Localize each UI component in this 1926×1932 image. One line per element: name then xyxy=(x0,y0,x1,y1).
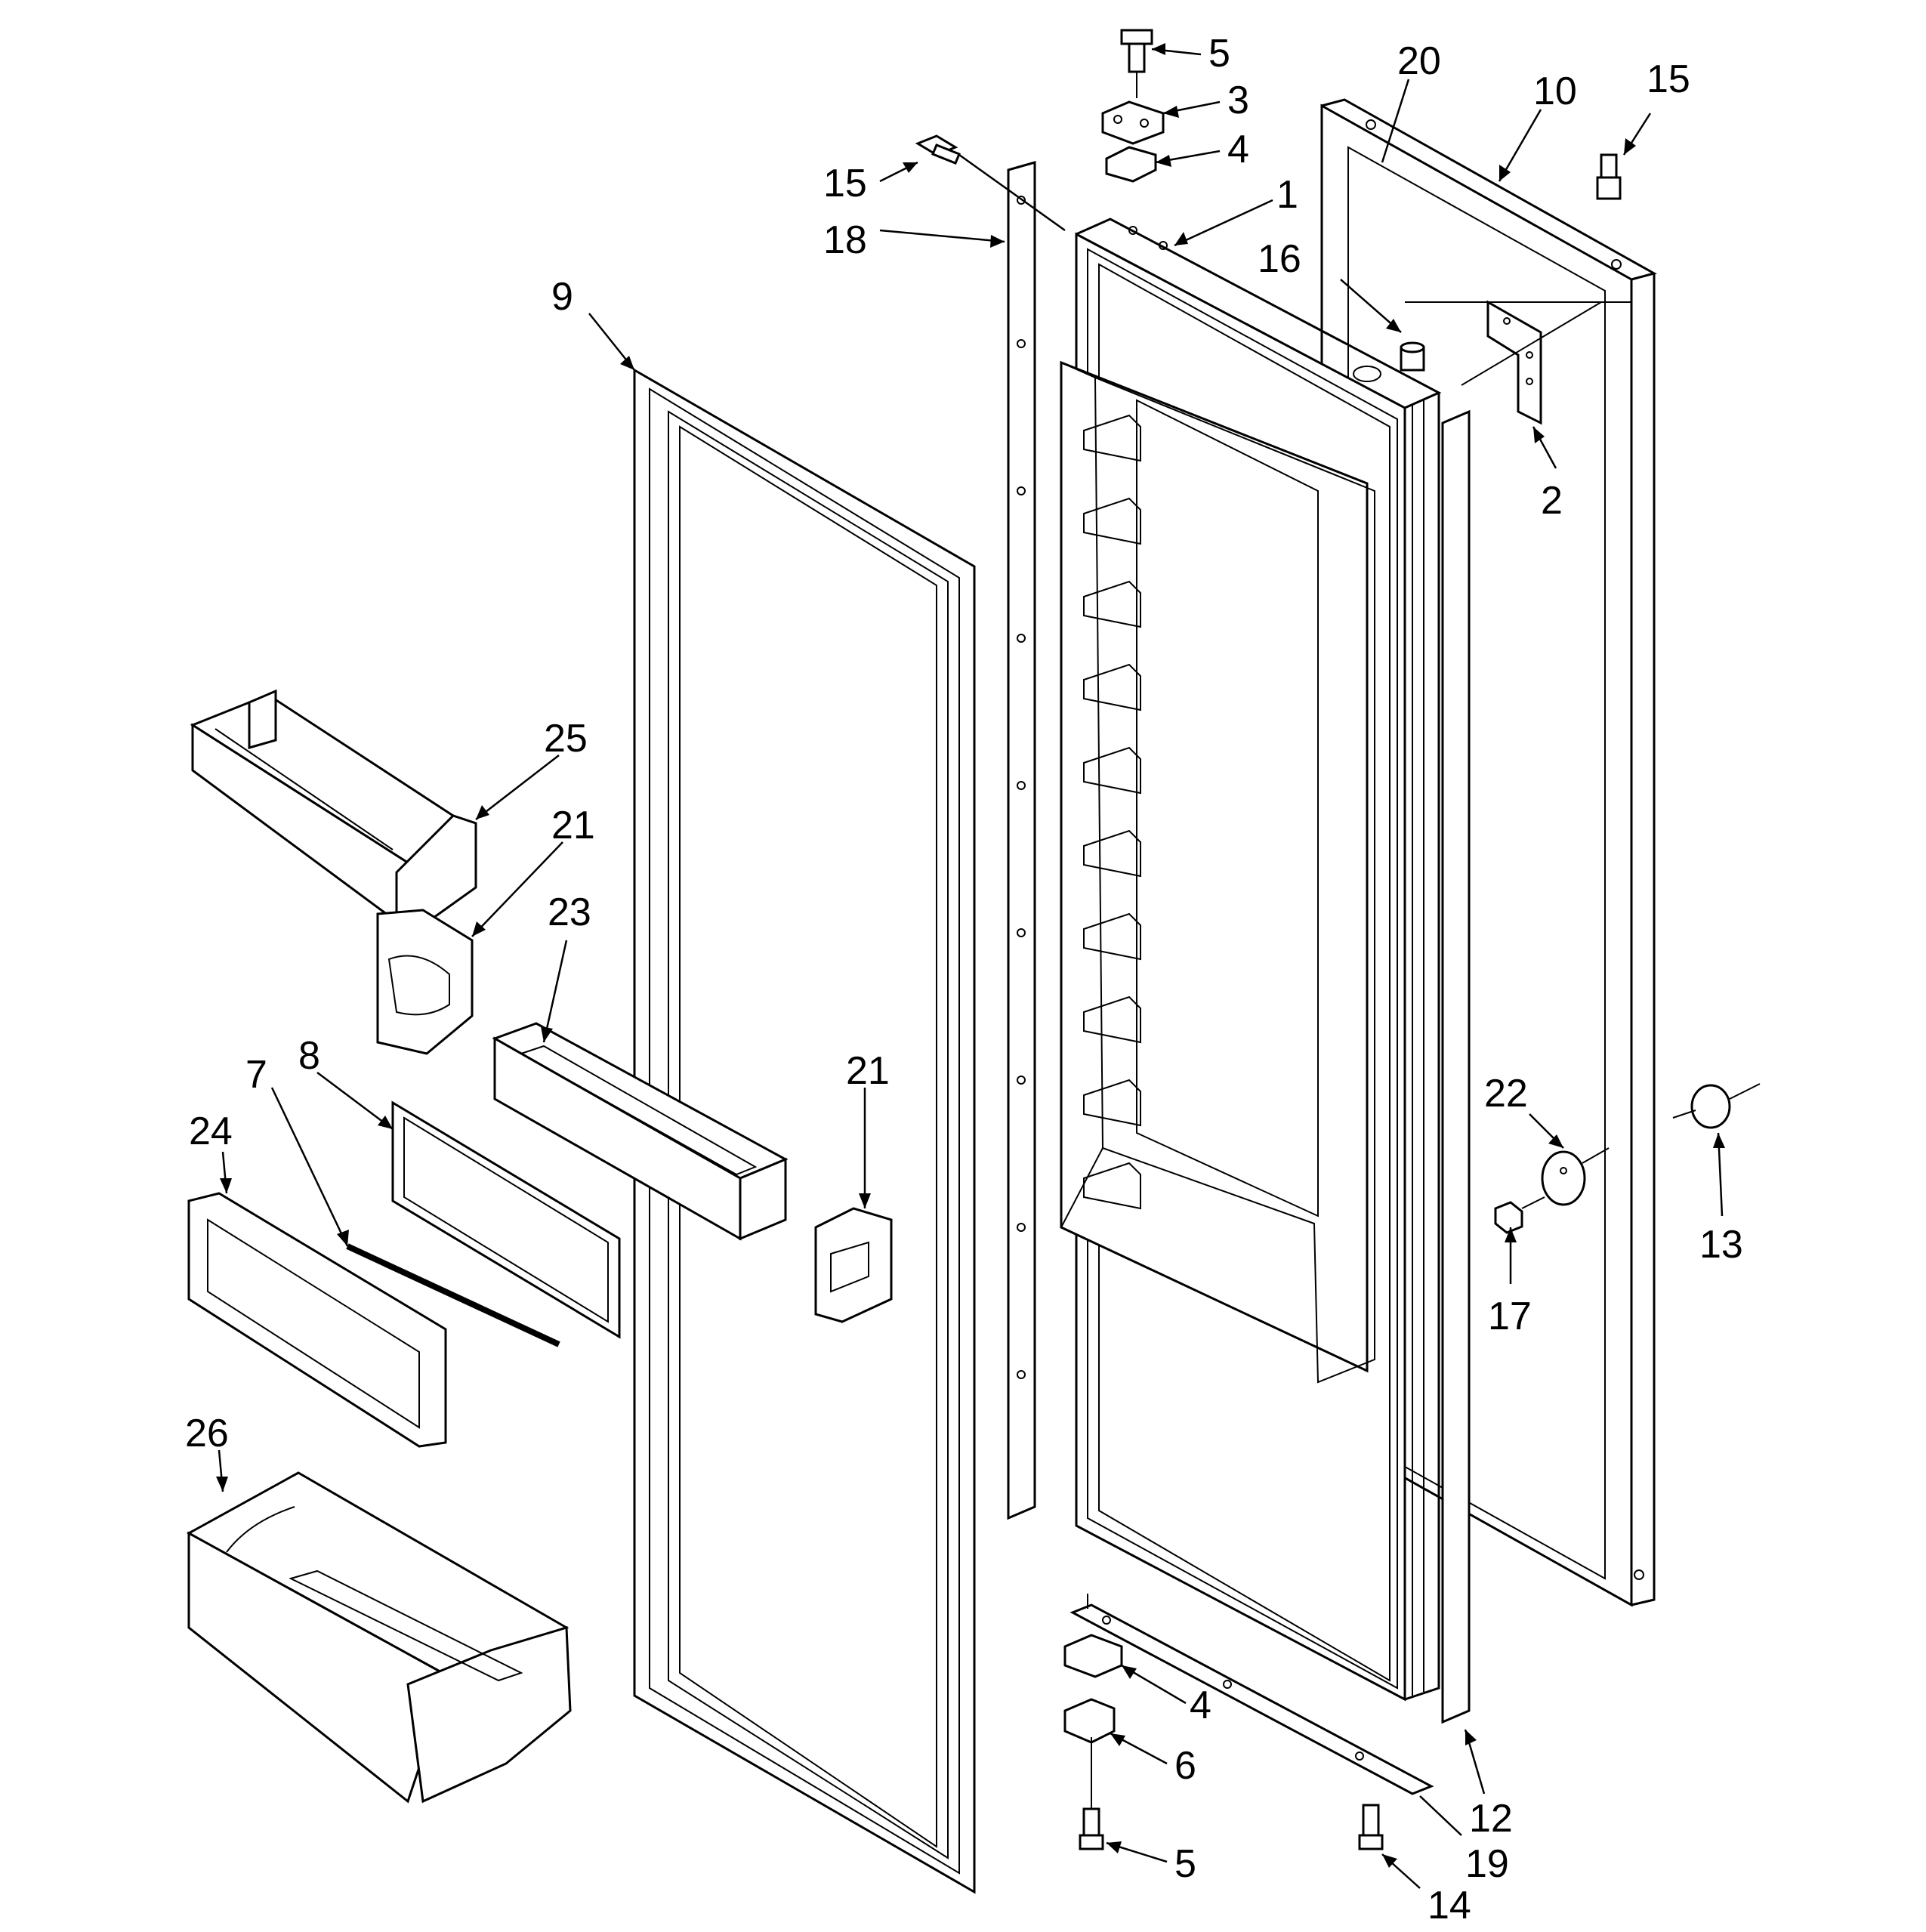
plug-cap xyxy=(1672,1083,1761,1129)
callout-4-bottom: 4 xyxy=(1190,1684,1211,1727)
callout-2: 2 xyxy=(1541,479,1563,523)
hinge-shim-bottom xyxy=(1063,1634,1123,1678)
callout-16: 16 xyxy=(1258,237,1301,281)
callout-14: 14 xyxy=(1428,1884,1471,1927)
screw-15-left xyxy=(915,134,961,165)
callout-21-left: 21 xyxy=(551,804,595,847)
callout-15-left: 15 xyxy=(823,162,867,205)
hinge-rod xyxy=(346,1243,560,1347)
callout-21-right: 21 xyxy=(846,1049,890,1093)
callout-12: 12 xyxy=(1469,1797,1513,1841)
callout-5-top: 5 xyxy=(1208,32,1230,76)
dairy-door-frame xyxy=(391,1100,621,1339)
plug xyxy=(1400,341,1425,372)
lower-door-bin xyxy=(186,1471,572,1804)
upper-door-bin xyxy=(190,689,477,927)
screw-17 xyxy=(1494,1196,1545,1234)
callout-24: 24 xyxy=(189,1110,233,1153)
callout-13: 13 xyxy=(1699,1223,1743,1267)
callout-23: 23 xyxy=(548,890,591,934)
door-stop-plate xyxy=(1541,1147,1610,1206)
door-trim-strip-right xyxy=(1441,409,1471,1724)
dairy-compartment xyxy=(492,1022,789,1241)
callout-15-right: 15 xyxy=(1647,57,1690,101)
hinge-bottom xyxy=(1063,1698,1116,1744)
callout-22: 22 xyxy=(1484,1072,1528,1116)
callout-18: 18 xyxy=(823,218,867,262)
hinge-bracket xyxy=(1405,300,1631,425)
callout-9: 9 xyxy=(551,275,573,319)
callout-26: 26 xyxy=(185,1412,229,1455)
door-gasket xyxy=(633,368,976,1894)
bin-support-left xyxy=(376,909,474,1055)
shelf-supports xyxy=(1083,414,1141,1210)
bottom-trim xyxy=(1069,1594,1434,1795)
callout-8: 8 xyxy=(298,1034,320,1078)
callout-10: 10 xyxy=(1533,69,1577,113)
callout-7: 7 xyxy=(245,1053,267,1097)
callout-25: 25 xyxy=(544,717,588,761)
callout-5-bottom: 5 xyxy=(1174,1842,1196,1886)
dairy-door xyxy=(187,1192,447,1448)
inner-door-assembly xyxy=(1060,218,1442,1702)
callout-17: 17 xyxy=(1488,1295,1532,1338)
callout-1: 1 xyxy=(1276,173,1298,217)
screw-14 xyxy=(1362,1804,1380,1841)
screw-15-right xyxy=(1596,153,1622,200)
bin-support-right xyxy=(814,1207,893,1323)
hinge-top xyxy=(1101,100,1165,145)
callout-19: 19 xyxy=(1465,1842,1509,1886)
callout-3: 3 xyxy=(1227,79,1249,122)
screw-top xyxy=(1128,40,1146,73)
leader-lines xyxy=(216,43,1725,1889)
hinge-shim-top xyxy=(1105,146,1157,183)
door-trim-strip-left xyxy=(1007,161,1036,1520)
callout-20: 20 xyxy=(1397,39,1441,83)
callout-6: 6 xyxy=(1174,1744,1196,1788)
callout-4-top: 4 xyxy=(1227,128,1249,171)
callout-labels: 5 20 10 15 3 4 15 1 18 16 9 2 25 21 23 8… xyxy=(185,32,1743,1927)
top-hinge-parts xyxy=(1101,29,1165,183)
